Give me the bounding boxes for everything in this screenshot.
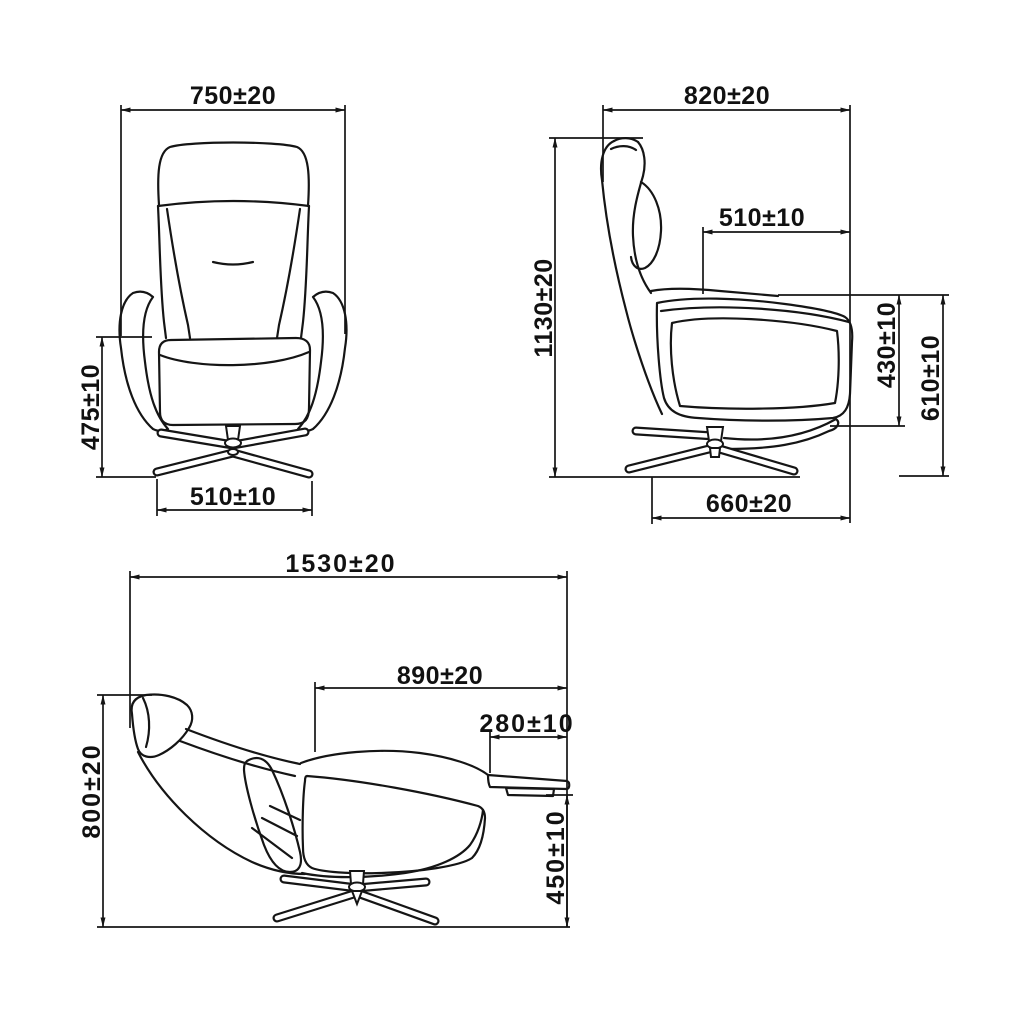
dim-label-front-width: 750±20 xyxy=(190,82,276,110)
dim-label-side-seat-depth: 510±10 xyxy=(719,204,805,232)
front-bolster-seam-right xyxy=(275,207,302,340)
dim-reclined-footrest-height: 450±10 xyxy=(542,794,573,928)
dim-side-seat-to-armrest: 430±10 xyxy=(778,294,949,427)
dim-label-reclined-upper-length: 890±20 xyxy=(397,662,483,690)
dim-side-armrest-height: 610±10 xyxy=(899,294,949,477)
reclined-footrest xyxy=(486,773,571,798)
front-headrest-seam xyxy=(156,199,311,208)
side-armrest-top xyxy=(649,287,780,298)
dim-side-overall-height: 1130±20 xyxy=(530,137,643,478)
side-seat-shell xyxy=(655,297,854,422)
side-cushion-panel xyxy=(669,317,840,410)
reclined-chair-outline xyxy=(130,693,571,926)
dim-label-reclined-length: 1530±20 xyxy=(285,550,396,578)
dim-reclined-height: 800±20 xyxy=(78,694,570,928)
side-chair-outline xyxy=(549,137,854,478)
side-back-edge xyxy=(599,139,664,416)
dim-label-front-base-width: 510±10 xyxy=(190,483,276,511)
front-seat-seam xyxy=(158,350,311,367)
dim-reclined-overall-length: 1530±20 xyxy=(129,550,568,927)
front-lumbar-stitch xyxy=(211,260,255,266)
reclined-headrest xyxy=(130,693,194,759)
dim-front-footstool-height: 475±10 xyxy=(77,336,156,478)
dim-reclined-footrest-length: 280±10 xyxy=(479,710,574,773)
reclined-view: 1530±20 890±20 280±10 800±20 450±10 xyxy=(78,550,574,928)
reclined-backrest-upper-edge xyxy=(184,727,302,766)
dim-label-side-height: 1130±20 xyxy=(530,258,558,357)
reclined-backrest-seam xyxy=(178,739,297,778)
front-bolster-seam-left xyxy=(165,207,192,340)
front-armrest-left xyxy=(118,290,170,433)
dim-label-reclined-footrest-length: 280±10 xyxy=(479,710,574,738)
side-base xyxy=(624,426,799,476)
front-seat-cushion xyxy=(157,336,312,427)
front-chair-outline xyxy=(118,141,348,479)
dim-side-base-depth: 660±20 xyxy=(651,477,851,524)
reclined-armrest-wedge xyxy=(242,756,303,874)
side-view: 820±20 1130±20 510±10 430±10 610±10 xyxy=(530,82,949,524)
dim-label-front-footstool-height: 475±10 xyxy=(77,364,105,450)
dim-label-side-base-depth: 660±20 xyxy=(706,490,792,518)
side-backrest-front-edge xyxy=(631,140,653,295)
front-base xyxy=(152,425,314,479)
reclined-pleat-seams xyxy=(250,804,302,860)
reclined-seat-top-edge xyxy=(299,749,490,777)
reclined-backrest-lower-edge xyxy=(136,750,307,876)
front-backrest-right-edge xyxy=(299,204,311,340)
side-support-bracket xyxy=(722,417,840,451)
dim-label-side-seat-to-armrest: 430±10 xyxy=(873,302,901,388)
front-view: 750±20 475±10 510±10 xyxy=(77,82,348,516)
dim-side-overall-depth: 820±20 xyxy=(602,82,851,523)
side-wing-seam xyxy=(629,180,663,270)
reclined-seat-bottom-edge xyxy=(300,808,485,879)
dim-front-base-width: 510±10 xyxy=(156,479,313,516)
dim-label-reclined-footrest-height: 450±10 xyxy=(542,809,570,904)
reclined-seat-panel xyxy=(301,774,487,875)
dim-label-reclined-height: 800±20 xyxy=(78,743,106,838)
dim-reclined-headrest-to-footrest: 890±20 xyxy=(314,662,568,752)
reclined-base xyxy=(272,870,440,926)
dim-label-side-armrest-height: 610±10 xyxy=(917,335,945,421)
side-headrest-seam xyxy=(609,145,638,152)
dim-side-seat-depth: 510±10 xyxy=(702,204,851,294)
reclined-headrest-seam xyxy=(141,696,151,749)
dim-label-side-depth: 820±20 xyxy=(684,82,770,110)
side-seat-seam xyxy=(659,306,851,324)
front-headrest xyxy=(157,141,310,208)
front-backrest-left-edge xyxy=(156,204,168,340)
front-armrest-right xyxy=(296,290,348,433)
dim-front-overall-width: 750±20 xyxy=(120,82,346,336)
